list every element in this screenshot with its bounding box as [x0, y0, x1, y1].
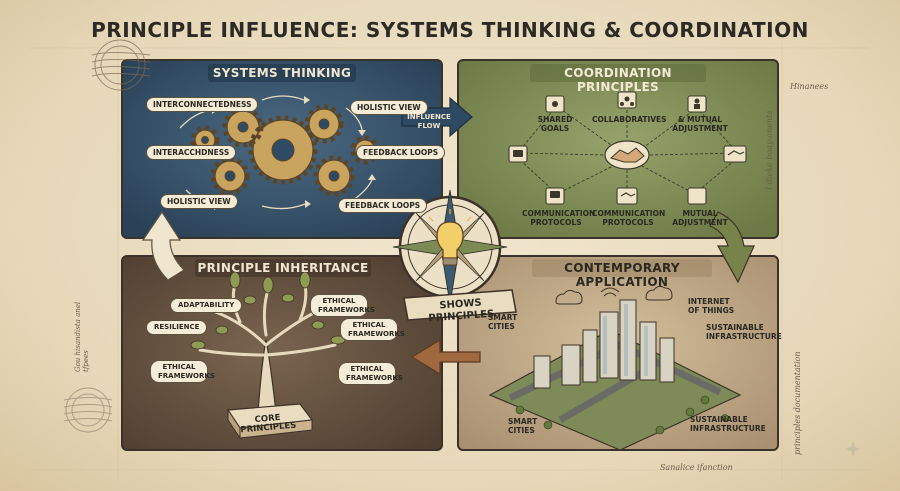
postmark-stamp-bottom	[63, 387, 113, 433]
inheritance-label-adaptability: ADAPTABILITY	[170, 298, 243, 313]
application-to-inheritance-arrow	[410, 338, 481, 376]
coordination-label-collaboratives: COLLABORATIVES	[592, 115, 667, 124]
coordination-label-shared-goals: SHARED GOALS	[537, 115, 573, 133]
systems-label-interacchdness: INTERACCHDNESS	[146, 145, 237, 160]
contemporary-panel-title: CONTEMPORARY APPLICATION	[564, 261, 680, 289]
coordination-label-mutual-adjustment: & MUTUAL ADJUSTMENT	[672, 115, 728, 133]
coordination-label-mutual-adjustment-2: MUTUAL ADJUSTMENT	[672, 209, 728, 227]
handshake-mini-icon	[620, 192, 636, 197]
coordination-label-communication-protocols-2: COMMUNICATION PROTOCOLS	[592, 209, 666, 227]
coordination-panel-title: COORDINATION PRINCIPLES	[564, 66, 672, 94]
coordination-icon-glyphs	[513, 96, 700, 198]
shows-principles-banner	[403, 289, 517, 321]
inheritance-label-ethical-frameworks: ETHICAL FRAMEWORKS	[310, 294, 375, 317]
lightbulb-icon	[428, 209, 472, 266]
contemporary-label-sustainable-infrastructure: SUSTAINABLE INFRASTRUCTURE	[706, 323, 782, 341]
systems-panel-title: SYSTEMS THINKING	[212, 66, 352, 80]
postmark-stamp	[91, 39, 151, 91]
city-illustration	[488, 285, 742, 451]
contemporary-label-internet-of-things: INTERNET OF THINGS	[688, 297, 735, 315]
coordination-label-communication-protocols: COMMUNICATION PROTOCOLS	[522, 209, 596, 227]
influence-flow-label: INFLUENCE FLOW	[407, 113, 451, 130]
coordination-title-plaque	[530, 64, 706, 82]
cloud-icon	[555, 285, 673, 305]
contemporary-label-smart-cities: SMART CITIES	[488, 313, 518, 331]
systems-label-feedback-loops: FEEDBACK LOOPS	[356, 145, 446, 160]
inheritance-panel-title: PRINCIPLE INHERITANCE	[197, 261, 369, 275]
inheritance-label-resilience: RESILIENCE	[146, 320, 208, 335]
contemporary-title-plaque	[532, 259, 712, 277]
margin-note-top-right: Hinanees	[790, 82, 829, 91]
systems-label-holistic-view-2: HOLISTIC VIEW	[160, 194, 238, 209]
contemporary-label-sustainable-infrastructure-2: SUSTAINABLE INFRASTRUCTURE	[690, 415, 766, 433]
page-title: PRINCIPLE INFLUENCE: SYSTEMS THINKING & …	[91, 18, 809, 42]
influence-flow-arrow	[401, 96, 473, 138]
handshake-icon	[604, 140, 650, 170]
wifi-icon	[600, 287, 620, 297]
coordination-to-application-arrow	[709, 211, 755, 284]
parchment-rules	[30, 40, 870, 480]
inheritance-to-systems-arrow	[141, 210, 185, 281]
contemporary-label-smart-cities-2: SMART CITIES	[508, 417, 538, 435]
sparkle-icon	[845, 441, 861, 457]
systems-label-interconnectedness: INTERCONNECTEDNESS	[146, 97, 259, 112]
systems-label-holistic-view: HOLISTIC VIEW	[350, 100, 428, 115]
margin-note-left: Gou hisandista anel tfpees	[74, 301, 90, 372]
inheritance-title-plaque	[195, 259, 371, 277]
margin-note-right-vertical: principles documentation	[793, 351, 802, 455]
inheritance-label-ethical-frameworks-2: ETHICAL FRAMEWORKS	[340, 318, 405, 341]
systems-title-plaque	[208, 64, 356, 82]
inheritance-label-ethical-frameworks-4: ETHICAL FRAMEWORKS	[338, 362, 403, 385]
inheritance-label-ethical-frameworks-3: ETHICAL FRAMEWORKS	[150, 360, 215, 383]
margin-note-bottom: Sanalice ifanction	[660, 463, 733, 472]
margin-note-right: I dieke boay-onents	[765, 110, 774, 190]
handshake-small-icon	[727, 150, 745, 156]
systems-label-feedback-loops-2: FEEDBACK LOOPS	[338, 198, 428, 213]
